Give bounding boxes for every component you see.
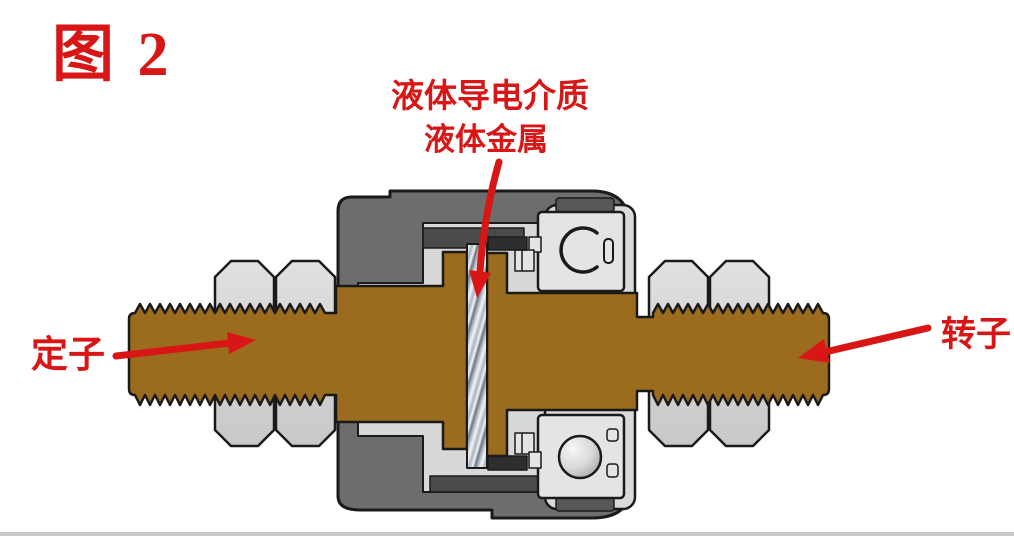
lower-inner-strip: [429, 475, 541, 493]
liquid-metal-arrow-head: [469, 270, 491, 298]
label-liquid-medium-line2: 液体金属: [424, 122, 548, 157]
seal-top: [487, 236, 528, 251]
stator-shaft: [127, 250, 469, 451]
bearing-ball-bottom: [557, 434, 603, 480]
rotor-shaft: [485, 251, 831, 458]
label-liquid-medium-line1: 液体导电介质: [391, 78, 589, 115]
stator-arrow: [112, 332, 256, 360]
label-stator: 定子: [31, 334, 105, 376]
bearing-slot-top: [603, 238, 614, 264]
stator-arrow-head: [227, 332, 256, 354]
cap-step-top: [555, 197, 615, 213]
label-rotor: 转子: [941, 315, 1011, 354]
bearing-tab-bottom: [514, 432, 535, 455]
baseline-rule: [0, 532, 1014, 536]
bearing-notch-bottom-2: [606, 463, 619, 478]
bearing-race-bar-bottom: [528, 451, 542, 469]
liquid-metal-arrow: [469, 158, 503, 298]
bearing-notch-bottom-1: [606, 428, 619, 442]
bearing-ball-top-arc: [559, 226, 599, 274]
bearing-race-bar-top: [528, 236, 542, 253]
seal-bottom: [487, 455, 528, 471]
stator-arrow-line: [112, 339, 234, 360]
liquid-metal-channel: [466, 243, 488, 469]
bearing-tab-top: [514, 249, 535, 272]
rotor-arrow-head: [798, 339, 830, 363]
rotor-arrow-line: [821, 324, 932, 356]
figure-label: 图 2: [52, 21, 173, 89]
liquid-metal-arrow-line: [476, 158, 503, 275]
rotor-arrow: [798, 324, 932, 363]
